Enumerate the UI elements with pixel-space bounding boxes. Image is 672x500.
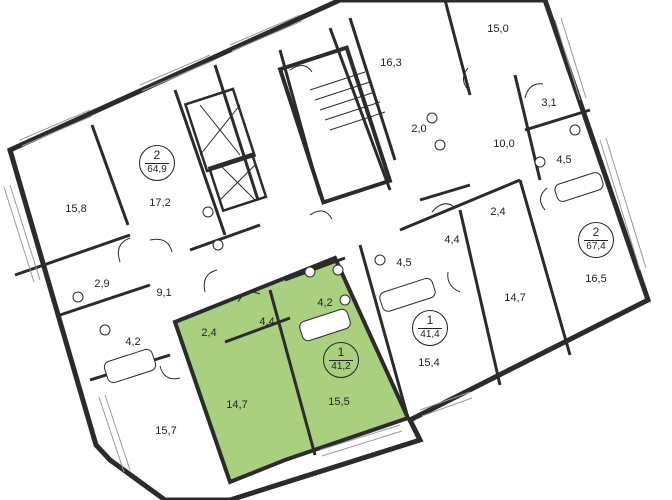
- room-area-label: 17,2: [149, 197, 171, 209]
- apartment-area: 64,9: [147, 164, 167, 175]
- room-area-label: 10,0: [493, 138, 515, 150]
- apartment-area: 41,4: [420, 329, 440, 340]
- room-area-label: 3,1: [541, 97, 557, 109]
- room-area-label: 4,5: [396, 257, 412, 269]
- badge-divider: [145, 163, 169, 164]
- room-area-label: 2,4: [490, 206, 506, 218]
- room-area-label: 15,8: [65, 203, 87, 215]
- badge-divider: [584, 240, 608, 241]
- room-area-label: 16,3: [380, 57, 402, 69]
- room-area-label: 15,5: [328, 396, 350, 408]
- room-area-label: 2,0: [411, 123, 427, 135]
- doors: [117, 65, 548, 380]
- room-area-label: 4,5: [556, 154, 572, 166]
- apartment-rooms: 1: [337, 345, 345, 359]
- apartment-badge[interactable]: 2 67,4: [578, 222, 614, 258]
- badge-divider: [329, 360, 353, 361]
- room-area-label: 2,4: [201, 327, 217, 339]
- room-area-label: 14,7: [226, 399, 248, 411]
- room-area-label: 4,2: [125, 336, 141, 348]
- room-area-label: 15,7: [155, 425, 177, 437]
- apartment-area: 67,4: [586, 241, 606, 252]
- room-area-label: 4,4: [259, 316, 275, 328]
- apartment-rooms: 2: [153, 148, 161, 162]
- room-area-label: 4,4: [444, 234, 460, 246]
- room-area-label: 4,2: [317, 297, 333, 309]
- apartment-badge[interactable]: 1 41,4: [412, 310, 448, 346]
- room-area-label: 14,7: [504, 292, 526, 304]
- apartment-badge[interactable]: 2 64,9: [139, 145, 175, 181]
- badge-divider: [418, 328, 442, 329]
- apartment-rooms: 1: [426, 313, 434, 327]
- room-area-label: 16,5: [585, 273, 607, 285]
- apartment-rooms: 2: [592, 225, 600, 239]
- apartment-badge-selected[interactable]: 1 41,2: [323, 342, 359, 378]
- room-area-label: 9,1: [156, 287, 172, 299]
- room-area-label: 15,4: [418, 357, 440, 369]
- windows: [3, 14, 647, 473]
- apartment-area: 41,2: [331, 361, 351, 372]
- bathroom-fixtures: [72, 112, 604, 384]
- building-outline: [6, 0, 652, 500]
- room-area-label: 2,9: [94, 278, 110, 290]
- building-core: [183, 45, 393, 213]
- room-area-label: 15,0: [487, 23, 509, 35]
